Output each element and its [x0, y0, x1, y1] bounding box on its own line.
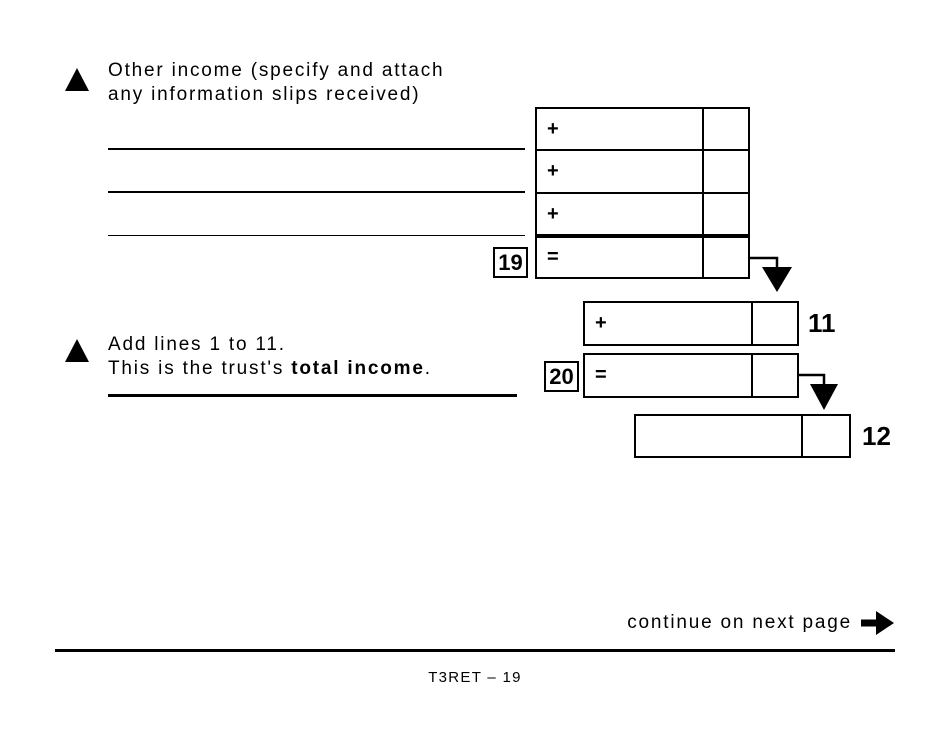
total-income-label-line1: Add lines 1 to 11. [108, 334, 286, 355]
amount-field[interactable] [621, 355, 751, 396]
amount-field[interactable] [636, 416, 801, 456]
cents-field[interactable] [702, 238, 748, 277]
write-in-line-3[interactable] [108, 235, 525, 236]
other-income-table: + + + = [535, 107, 750, 279]
page-identifier: T3RET – 19 [428, 669, 522, 686]
table-row: + [537, 109, 748, 151]
cents-field[interactable] [702, 151, 748, 192]
amount-field[interactable] [573, 238, 702, 277]
write-in-line-1[interactable] [108, 148, 525, 150]
total-income-label: Add lines 1 to 11. This is the trust's t… [108, 333, 432, 381]
amount-field[interactable] [573, 151, 702, 192]
table-row-total: = [537, 238, 748, 277]
section-triangle-icon [65, 339, 89, 362]
table-row: + [537, 151, 748, 194]
line-20-row: = [583, 353, 799, 398]
down-arrow-icon [750, 256, 792, 292]
table-row: + [537, 194, 748, 238]
other-income-label: Other income (specify and attach any inf… [108, 59, 444, 107]
other-income-label-line2: any information slips received) [108, 84, 421, 105]
down-arrow-icon [799, 373, 838, 410]
continue-label: continue on next page [627, 612, 852, 633]
plus-operator: + [547, 202, 559, 225]
cents-field[interactable] [702, 109, 748, 149]
plus-operator: + [595, 312, 607, 334]
line-code-19-box: 19 [493, 247, 528, 278]
line-number-11: 11 [808, 308, 836, 338]
equals-operator: = [547, 246, 559, 268]
line-number-12: 12 [862, 420, 891, 451]
plus-operator: + [547, 117, 559, 140]
amount-field[interactable] [621, 303, 751, 344]
cents-field[interactable] [801, 416, 849, 456]
equals-operator: = [595, 364, 607, 386]
line-11-row: + [583, 301, 799, 346]
write-in-line-2[interactable] [108, 191, 525, 193]
continue-arrow-icon [861, 611, 894, 635]
line-code-19: 19 [498, 249, 523, 275]
line-code-20-box: 20 [544, 361, 579, 392]
other-income-label-line1: Other income (specify and attach [108, 60, 445, 81]
line-code-20: 20 [549, 363, 574, 389]
total-income-label-line2: This is the trust's total income. [108, 358, 432, 379]
plus-operator: + [547, 160, 559, 182]
cents-field[interactable] [751, 355, 797, 396]
cents-field[interactable] [702, 194, 748, 234]
cents-field[interactable] [751, 303, 797, 344]
section-triangle-icon [65, 68, 89, 91]
line-12-row [634, 414, 851, 458]
footer-rule [55, 649, 895, 652]
amount-field[interactable] [573, 109, 702, 149]
amount-field[interactable] [573, 194, 702, 234]
label-underline [108, 394, 517, 397]
continue-note: continue on next page [627, 609, 895, 637]
